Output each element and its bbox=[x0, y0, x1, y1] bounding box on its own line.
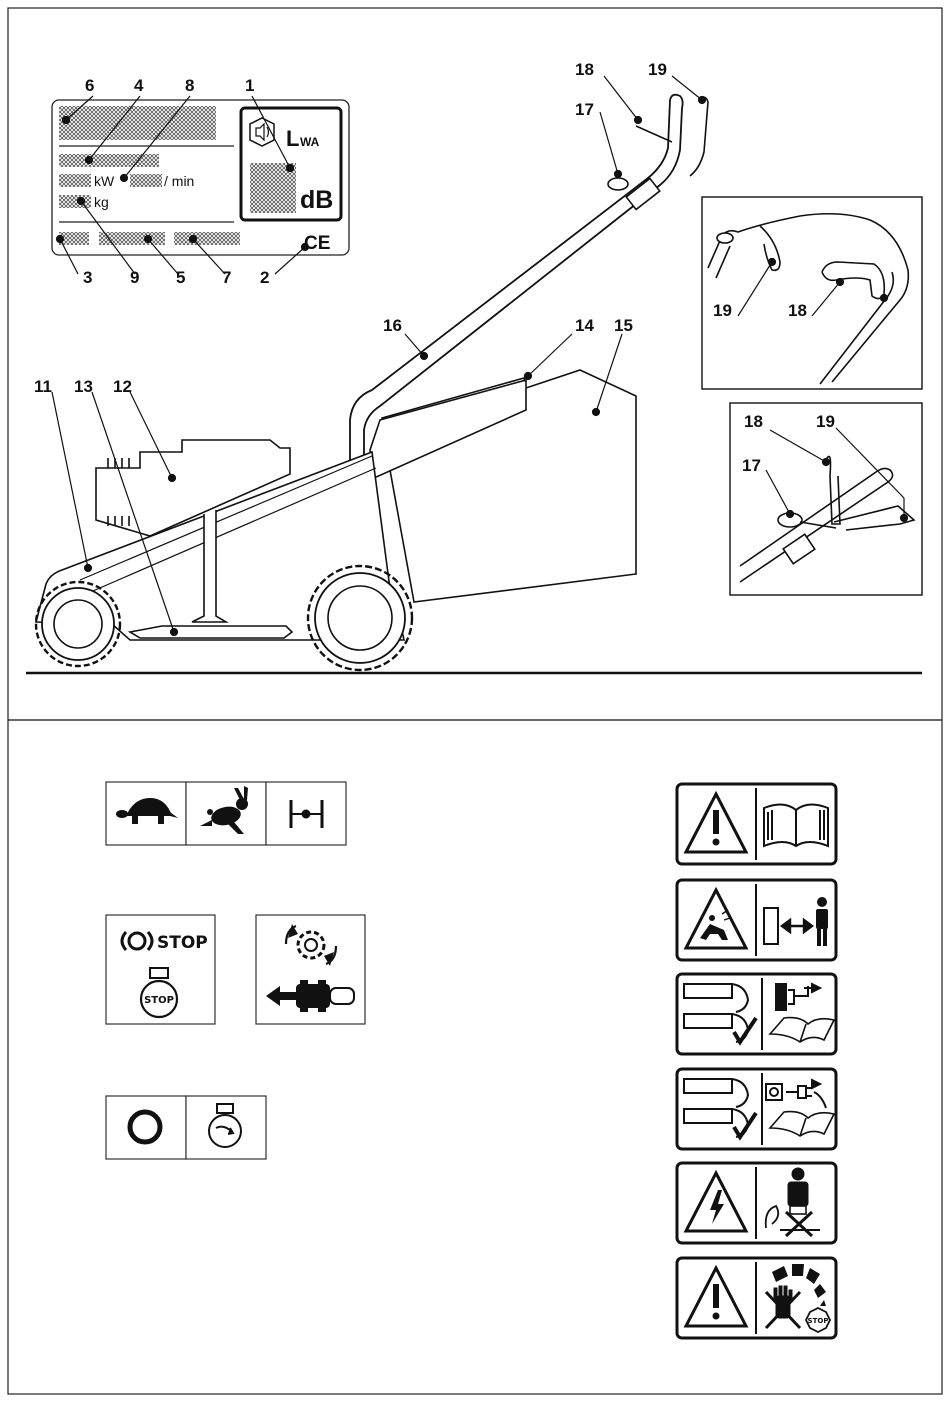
warning-blade-stop-decal: STOP bbox=[677, 1258, 836, 1338]
sound-symbol: L bbox=[286, 126, 299, 151]
callout-6: 6 bbox=[85, 76, 94, 95]
plate-field-7 bbox=[174, 232, 240, 245]
start-symbols-row bbox=[106, 1096, 266, 1159]
rating-plate: kW / min kg L WA dB CE bbox=[52, 100, 349, 255]
speed-unit: / min bbox=[164, 173, 194, 189]
mass-unit: kg bbox=[94, 194, 109, 210]
sound-power-box: L WA dB bbox=[241, 108, 341, 220]
control-lever-17 bbox=[608, 178, 628, 190]
handle-clamp bbox=[626, 178, 659, 209]
callout-1: 1 bbox=[245, 76, 254, 95]
callout-8: 8 bbox=[185, 76, 194, 95]
callout-7: 7 bbox=[222, 268, 231, 287]
warning-disconnect-plug-decal bbox=[677, 1069, 836, 1149]
warning-spark-plug-decal bbox=[677, 974, 836, 1054]
callout-13: 13 bbox=[74, 377, 93, 396]
detail-box-handle-top: 19 18 bbox=[702, 197, 922, 389]
sound-symbol-sub: WA bbox=[300, 135, 320, 149]
callout-19: 19 bbox=[648, 60, 667, 79]
plate-field-6 bbox=[59, 106, 216, 140]
svg-text:STOP: STOP bbox=[808, 1317, 829, 1325]
callout-12: 12 bbox=[113, 377, 132, 396]
svg-text:CE: CE bbox=[304, 233, 330, 254]
detail-bottom-callout-18: 18 bbox=[744, 412, 763, 431]
warning-read-manual-decal bbox=[677, 784, 836, 864]
detail-bottom-callout-17: 17 bbox=[742, 456, 761, 475]
power-unit: kW bbox=[94, 173, 115, 189]
plate-field-mass bbox=[59, 195, 91, 208]
stop-symbols-row: STOP STOP bbox=[106, 915, 365, 1024]
ce-mark-icon: CE bbox=[304, 233, 330, 254]
callout-17: 17 bbox=[575, 100, 594, 119]
front-wheel bbox=[36, 582, 120, 666]
callout-2: 2 bbox=[260, 268, 269, 287]
rear-wheel bbox=[308, 566, 412, 670]
callout-3: 3 bbox=[83, 268, 92, 287]
detail-box-handle-bottom: 18 19 17 bbox=[730, 403, 922, 595]
callout-9: 9 bbox=[130, 268, 139, 287]
callout-11: 11 bbox=[34, 377, 52, 396]
svg-text:STOP: STOP bbox=[144, 995, 174, 1006]
detail-top-callout-19: 19 bbox=[713, 301, 732, 320]
callout-4: 4 bbox=[134, 76, 144, 95]
callout-15: 15 bbox=[614, 316, 633, 335]
callout-18: 18 bbox=[575, 60, 594, 79]
plate-field-power bbox=[59, 174, 91, 187]
svg-text:STOP: STOP bbox=[157, 933, 208, 953]
detail-bottom-callout-19: 19 bbox=[816, 412, 835, 431]
cutting-blade bbox=[130, 626, 292, 638]
warning-keep-distance-decal bbox=[677, 880, 836, 960]
callout-14: 14 bbox=[575, 316, 594, 335]
speed-symbols-row bbox=[106, 782, 346, 845]
stop-octagon-icon: STOP bbox=[806, 1308, 830, 1332]
callout-16: 16 bbox=[383, 316, 402, 335]
callout-5: 5 bbox=[176, 268, 185, 287]
detail-top-callout-18: 18 bbox=[788, 301, 807, 320]
machine-outline-icon bbox=[764, 908, 778, 944]
sound-unit: dB bbox=[300, 186, 333, 214]
plate-field-speed bbox=[130, 174, 162, 187]
plate-field-4 bbox=[59, 154, 159, 167]
warning-electrical-decal bbox=[677, 1163, 836, 1243]
warning-decals: STOP bbox=[677, 784, 836, 1338]
